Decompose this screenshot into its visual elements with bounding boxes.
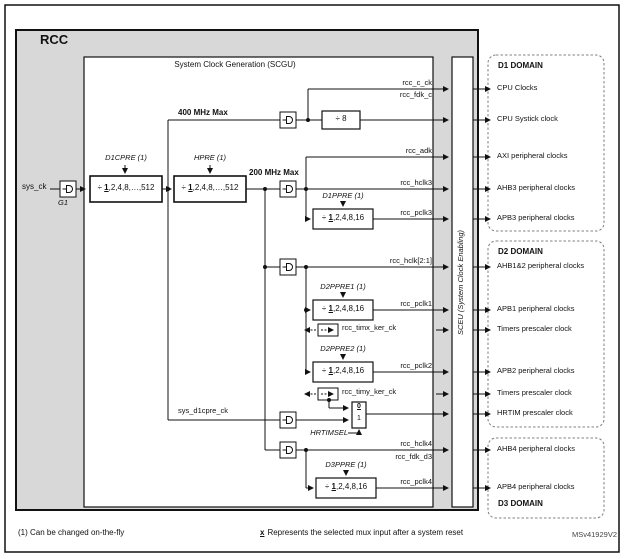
signal-label-rcc-pclk2: rcc_pclk2 [400,361,432,370]
clock-gate-icon [279,411,297,429]
d1ppre-divider-box [312,208,374,230]
d2ppre1-divider-value: ÷ 1,2,4,8,16 [321,304,365,313]
signal-label-rcc-fdk-c: rcc_fdk_c [399,90,432,99]
d3ppre-divider-box [315,477,377,499]
g1-gate-label: G1 [58,198,69,207]
d3-domain-title: D3 DOMAIN [498,499,543,508]
d1cpre-divider-box [89,175,163,203]
signal-label-rcc-hclk21: rcc_hclk[2:1] [389,256,432,265]
hrtim-mux [351,401,367,429]
rcc-title: RCC [40,32,69,47]
signal-label-rcc-fdk-d3: rcc_fdk_d3 [395,452,432,461]
d2ppre1-label: D2PPRE1 (1) [320,282,366,291]
frames [4,4,620,553]
watermark: MSv41929V2 [571,530,617,539]
d1ppre-label: D1PPRE (1) [322,191,364,200]
d3-domain-item: AHB4 peripheral clocks [497,444,575,453]
wires [50,86,491,491]
sys-ck-label: sys_ck [22,182,47,191]
signal-label-rcc-pclk1: rcc_pclk1 [400,299,432,308]
mux-input-0: 0 [357,403,361,410]
d1-domain-item: CPU Clocks [497,83,538,92]
d1-domain-item: APB3 peripheral clocks [497,213,575,222]
clock-gate-icon [279,441,297,459]
signal-label-rcc-timy-ker-ck: rcc_timy_ker_ck [342,387,397,396]
clock-gate-icon [279,111,297,129]
signal-label-rcc-timx-ker-ck: rcc_timx_ker_ck [342,323,397,332]
d1cpre-label: D1CPRE (1) [105,153,147,162]
d2-domain-item: HRTIM prescaler clock [497,408,573,417]
mux-input-1: 1 [357,415,361,422]
d2-domain-title: D2 DOMAIN [498,247,543,256]
d2ppre2-label: D2PPRE2 (1) [320,344,366,353]
d2-domain-item: APB1 peripheral clocks [497,304,575,313]
scgu-title: System Clock Generation (SCGU) [174,60,296,69]
d2-domain-item: APB2 peripheral clocks [497,366,575,375]
d1cpre-divider-value: ÷ 1,2,4,8,…,512 [97,183,155,192]
d2ppre2-divider-value: ÷ 1,2,4,8,16 [321,366,365,375]
clock-gate-icon [279,180,297,198]
d3-domain-item: APB4 peripheral clocks [497,482,575,491]
d3ppre-divider-value: ÷ 1,2,4,8,16 [324,482,368,491]
d1-domain-item: CPU Systick clock [497,114,558,123]
sceu-bar [451,56,474,508]
footnote-1: (1) Can be changed on-the-fly [18,528,125,537]
d2-domain-item: Timers prescaler clock [497,388,572,397]
div8-value: ÷ 8 [335,114,347,123]
d1-domain-title: D1 DOMAIN [498,61,543,70]
hpre-divider-value: ÷ 1,2,4,8,…,512 [181,183,239,192]
d3-domain-box [487,437,605,519]
hpre-divider-box [173,175,247,203]
signal-label-rcc-hclk3: rcc_hclk3 [400,178,432,187]
signal-label-sys-d1cpre-ck: sys_d1cpre_ck [178,406,229,415]
junction-dots [166,118,331,452]
d2-domain-box [487,240,605,428]
max-400mhz-label: 400 MHz Max [178,108,228,117]
d1ppre-divider-value: ÷ 1,2,4,8,16 [321,213,365,222]
d2-domain-item: Timers prescaler clock [497,324,572,333]
d2ppre1-divider-box [312,299,374,321]
signal-label-rcc-pclk3: rcc_pclk3 [400,208,432,217]
signal-label-rcc-hclk4: rcc_hclk4 [400,439,432,448]
d2ppre2-divider-box [312,361,374,383]
d1-domain-item: AHB3 peripheral clocks [497,183,575,192]
hpre-label: HPRE (1) [193,153,227,162]
clock-gate-icon [59,180,77,198]
sceu-label: SCEU (System Clock Enabling) [456,229,465,336]
signal-label-rcc-adk: rcc_adk [405,146,432,155]
d2-domain-item: AHB1&2 peripheral clocks [497,261,585,270]
div8-box [321,110,361,130]
scgu-box [83,56,434,508]
component-boxes [59,110,377,499]
hrtimsel-label: HRTIMSEL [310,428,348,437]
signal-label-rcc-c-ck: rcc_c_ck [402,78,432,87]
clock-gate-icon [279,258,297,276]
d3ppre-label: D3PPRE (1) [325,460,367,469]
signal-label-rcc-pclk4: rcc_pclk4 [400,477,432,486]
max-200mhz-label: 200 MHz Max [249,168,299,177]
d1-domain-box [487,54,605,232]
d1-domain-item: AXI peripheral clocks [497,151,568,160]
